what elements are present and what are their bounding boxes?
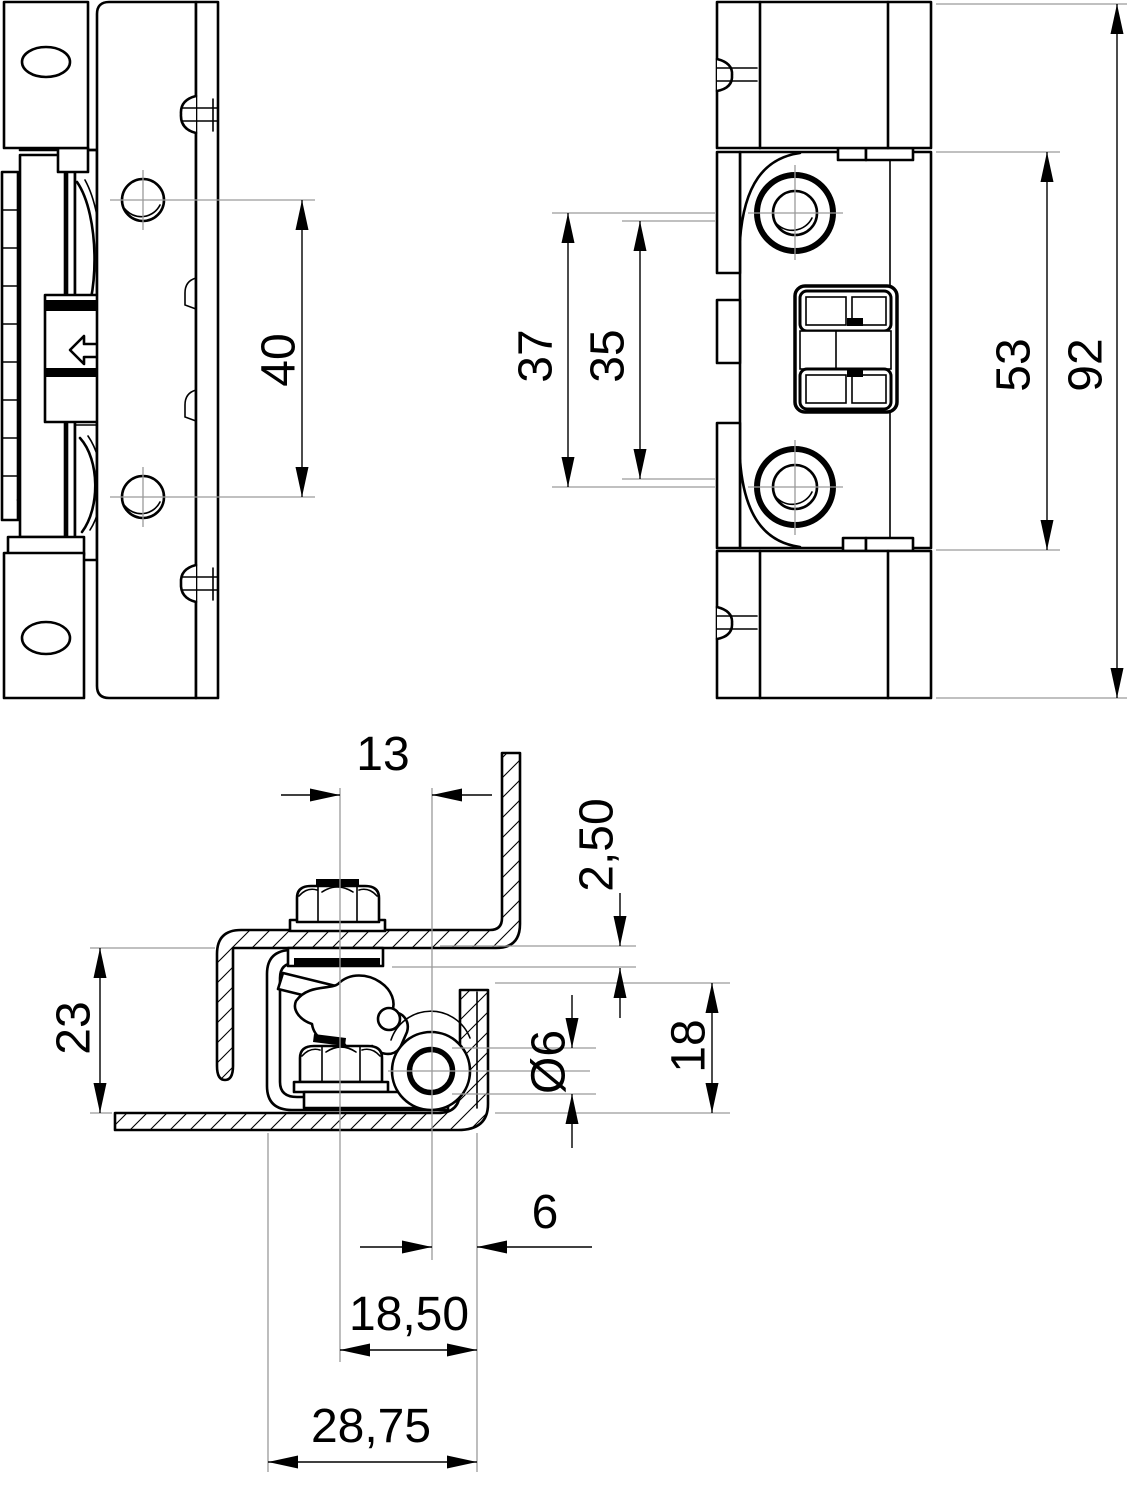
- dim-leg-height-18: 18: [663, 983, 719, 1113]
- hex-nut-upper: [288, 879, 387, 933]
- hex-nut-lower: [292, 1044, 432, 1110]
- dim-hole-spacing-35: 35: [582, 221, 647, 479]
- edge-strip: [184, 0, 220, 700]
- section-view: 13 2,50 23 Ø6 18: [48, 728, 730, 1472]
- dim-1850-label: 18,50: [349, 1288, 469, 1341]
- dim-dia6-label: Ø6: [523, 1030, 576, 1094]
- dim-2875-label: 28,75: [311, 1400, 431, 1453]
- washer-lower: [292, 1080, 390, 1094]
- dim-40-label: 40: [253, 333, 306, 386]
- dim-13-label: 13: [356, 728, 409, 781]
- dim-92-label: 92: [1060, 338, 1113, 391]
- side-tab-upper: [715, 150, 742, 275]
- bottom-mounting-plate: [2, 551, 86, 700]
- side-view: 40: [0, 0, 315, 700]
- dim-overall-depth-2875: 28,75: [268, 1400, 477, 1469]
- slide-clip: [43, 293, 103, 424]
- front-view-centerlines: [552, 3, 1127, 699]
- dim-flange-gap-250: 2,50: [571, 798, 627, 1018]
- strip-notch-lower: [184, 389, 197, 422]
- latch-receptacle: [793, 284, 899, 414]
- dim-37-label: 37: [510, 329, 563, 382]
- pawl-pivot-hole: [376, 1006, 402, 1032]
- section-centerlines: [90, 788, 730, 1472]
- side-tab-lower: [715, 421, 742, 550]
- dim-pin-center-1850: 18,50: [340, 1288, 477, 1357]
- clamp-plate: [286, 946, 385, 968]
- side-view-centerlines: [110, 170, 315, 527]
- bottom-plate-slot-hole: [20, 620, 72, 656]
- front-view: 37 35 53 92: [510, 0, 1127, 700]
- slotted-screw-top-front: [715, 57, 734, 93]
- dim-overall-height-92: 92: [1060, 4, 1124, 698]
- dim-35-label: 35: [582, 329, 635, 382]
- slotted-screw-bottom-front: [715, 605, 734, 641]
- top-mounting-plate: [2, 0, 90, 150]
- bottom-end-block: [715, 549, 933, 700]
- dim-250-label: 2,50: [571, 798, 624, 891]
- dim-pin-edge-offset-6: 6: [360, 1186, 592, 1254]
- dim-53-label: 53: [988, 338, 1041, 391]
- serrated-rack: [0, 170, 62, 539]
- dim-pin-diameter-6: Ø6: [523, 995, 579, 1148]
- slotted-screw-bottom: [179, 563, 219, 604]
- dim-23-label: 23: [48, 1001, 101, 1054]
- dim-nut-offset-13: 13: [281, 728, 492, 802]
- dim-hole-spacing-37: 37: [510, 213, 575, 487]
- top-plate-slot-hole: [20, 45, 72, 79]
- l-mounting-bracket: [113, 988, 490, 1132]
- slotted-screw-top: [179, 94, 219, 135]
- dim-18-label: 18: [663, 1019, 716, 1072]
- z-mounting-bracket: [215, 751, 522, 1082]
- dim-body-height-53: 53: [988, 152, 1054, 550]
- side-tab-middle: [715, 298, 742, 365]
- dim-opening-height-23: 23: [48, 948, 107, 1113]
- top-end-block: [715, 0, 933, 150]
- strip-notch-upper: [184, 277, 197, 310]
- dim-6-label: 6: [532, 1186, 559, 1239]
- latch-pawl: [293, 974, 410, 1056]
- dim-hole-spacing-40: 40: [253, 200, 309, 497]
